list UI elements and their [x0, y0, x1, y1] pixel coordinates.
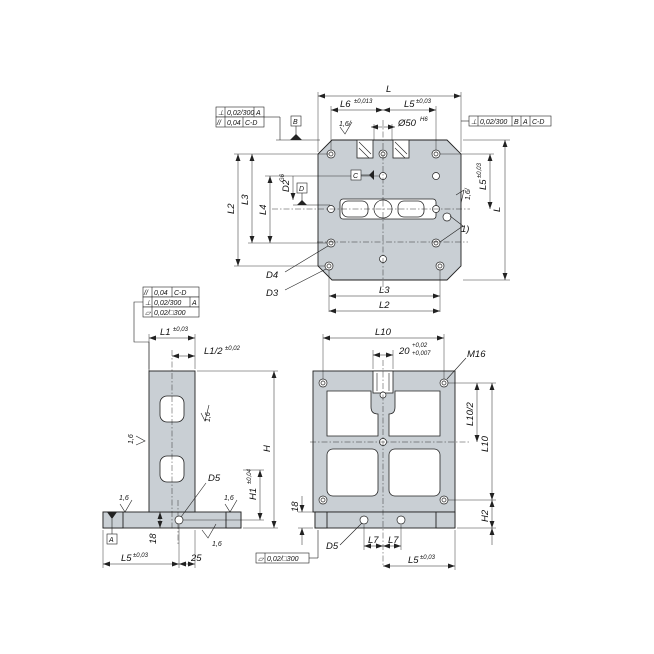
dim-L10-2: L10/2	[465, 402, 476, 426]
dim-25: 25	[190, 553, 202, 564]
dim-D4: D4	[266, 270, 278, 281]
pin-right	[392, 139, 410, 159]
dim-L-right: L	[492, 207, 503, 212]
svg-text:1,6: 1,6	[119, 495, 129, 502]
dim-L2-left: L2	[226, 203, 237, 214]
dim-L5-front-tol: ±0,03	[420, 555, 436, 561]
dim-L7-left: L7	[368, 535, 379, 546]
fcf-side: // 0,04 C-D ⊥ 0,02/300 A ▱ 0,02/□300	[142, 286, 200, 318]
front-view: L10 20 +0,02 +0,007 M16 L10/2 L10 H2 18	[255, 327, 496, 570]
dim-slot-tol-down: +0,007	[412, 351, 431, 357]
dim-L4: L4	[258, 204, 269, 215]
svg-text://: //	[216, 120, 222, 127]
front-base-left	[314, 511, 328, 529]
svg-text:0,02/300: 0,02/300	[480, 119, 507, 126]
svg-text:1,6/: 1,6/	[465, 187, 472, 200]
svg-text:C-D: C-D	[532, 119, 544, 126]
dim-L3-left: L3	[240, 194, 251, 205]
datum-A	[106, 533, 118, 545]
dim-H2: H2	[480, 509, 491, 522]
svg-text:0,04: 0,04	[227, 120, 241, 127]
dim-D3: D3	[266, 288, 279, 299]
pocket-upper-right	[388, 390, 441, 437]
svg-text:⊥: ⊥	[145, 300, 151, 307]
dim-L7-right: L7	[388, 535, 399, 546]
svg-text:1,6: 1,6	[128, 434, 135, 444]
front-base-right	[435, 511, 456, 529]
dim-bore-tol: H6	[420, 117, 428, 123]
svg-text:▱: ▱	[145, 310, 152, 317]
dim-slot-tol-up: +0,02	[412, 343, 428, 349]
svg-text:C-D: C-D	[245, 120, 257, 127]
note-1: 1)	[461, 224, 469, 235]
dim-L2-bottom: L2	[379, 300, 390, 311]
side-hole-D5	[174, 515, 184, 525]
dim-D2: D2	[281, 179, 292, 192]
dim-L5-front: L5	[408, 555, 419, 566]
fcf-front: ▱ 0,02/□300	[255, 552, 310, 564]
svg-text:1,6: 1,6	[224, 495, 234, 502]
dim-bore: Ø50	[397, 118, 417, 129]
svg-text:C: C	[353, 173, 359, 180]
dim-L1-2: L1/2	[204, 346, 223, 357]
dim-L5-side: L5	[121, 553, 132, 564]
dim-L6-tol: ±0,013	[354, 99, 373, 105]
dim-18-front: 18	[290, 501, 301, 512]
svg-text:0,02/□300: 0,02/□300	[267, 556, 299, 563]
fcf-left: ⊥ 0,02/300 A // 0,04 C-D	[215, 106, 265, 128]
svg-text:0,02/□300: 0,02/□300	[154, 310, 186, 317]
dim-slot-20: 20	[398, 346, 410, 357]
dim-L5-top: L5	[404, 99, 415, 110]
svg-text:A: A	[108, 537, 114, 544]
front-base	[314, 511, 456, 529]
fcf-right: ⊥ 0,02/300 B A C-D	[468, 115, 552, 127]
dim-L5-right: L5	[478, 179, 489, 190]
svg-text:0,04: 0,04	[154, 290, 168, 297]
dim-H: H	[262, 445, 273, 452]
dim-L5-right-tol: ±0,03	[477, 162, 483, 178]
svg-text:1,6: 1,6	[205, 412, 212, 422]
svg-text:C-D: C-D	[174, 290, 186, 297]
dim-L5-side-tol: ±0,03	[133, 553, 149, 559]
svg-text:A: A	[255, 110, 261, 117]
svg-text:▱: ▱	[258, 556, 265, 563]
svg-text:⊥: ⊥	[471, 119, 477, 126]
dim-L6: L6	[340, 99, 351, 110]
dim-L5-top-tol: ±0,03	[416, 99, 432, 105]
svg-text:B: B	[293, 119, 298, 126]
dim-L1: L1	[160, 327, 171, 338]
top-view: L L6 ±0,013 L5 ±0,03 Ø50 H6 1,6/ ⊥ 0,02/…	[215, 84, 552, 314]
svg-text:⊥: ⊥	[218, 110, 224, 117]
dim-M16: M16	[467, 349, 486, 360]
dim-L: L	[386, 84, 391, 95]
svg-text://: //	[143, 290, 149, 297]
pocket-lower-left	[326, 448, 379, 497]
svg-text:D: D	[299, 186, 304, 193]
svg-text:0,02/300: 0,02/300	[227, 110, 254, 117]
dim-D5-front: D5	[326, 541, 339, 552]
dim-L10-top: L10	[375, 327, 392, 338]
svg-text:0,02/300: 0,02/300	[154, 300, 181, 307]
svg-text:A: A	[522, 119, 528, 126]
pin-left	[356, 139, 374, 159]
side-view: // 0,04 C-D ⊥ 0,02/300 A ▱ 0,02/□300 L1 …	[102, 286, 278, 568]
dim-H1-tol: ±0,04	[247, 468, 253, 484]
dim-H1: H1	[248, 488, 259, 500]
pocket-upper-left	[326, 390, 379, 437]
roughness-top: 1,6/	[339, 121, 352, 128]
dim-L1-2-tol: ±0,02	[225, 346, 241, 352]
dim-L1-tol: ±0,03	[173, 327, 189, 333]
svg-text:A: A	[191, 300, 197, 307]
pocket-lower-right	[388, 448, 441, 497]
dim-D5-side: D5	[208, 473, 221, 484]
svg-text:B: B	[514, 119, 519, 126]
dim-L3-bottom: L3	[379, 285, 390, 296]
dim-L10-right: L10	[480, 435, 491, 452]
dim-D2-tol: G6	[280, 173, 286, 182]
svg-text:1,6: 1,6	[212, 541, 222, 548]
dim-18-side: 18	[148, 533, 159, 544]
